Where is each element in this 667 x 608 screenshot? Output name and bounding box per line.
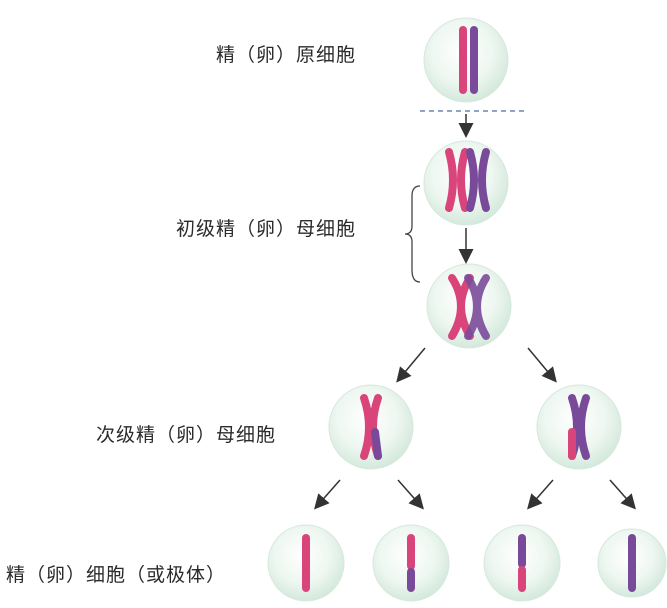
cell-gamete-3 [483,524,561,602]
cell-gamete-2 [372,524,450,602]
cell-primary-spermatocyte-a [423,140,509,226]
arrow-gamete-2 [397,479,424,510]
arrow-left-secondary [396,347,426,383]
arrow-gamete-1 [314,479,341,510]
label-spermatogonium: 精（卵）原细胞 [216,44,357,66]
label-gamete: 精（卵）细胞（或极体） [6,564,227,586]
cell-gamete-1 [267,524,345,602]
brace [404,185,421,283]
chromosome-purple [470,26,478,94]
arrow-right-secondary [527,347,557,383]
arrow-gamete-3 [527,479,554,510]
cell-secondary-left [328,384,414,470]
cell-spermatogonium [423,17,509,103]
label-primary-spermatocyte: 初级精（卵）母细胞 [176,218,357,240]
cell-secondary-right [536,384,622,470]
chromosome-pink [459,26,467,94]
label-secondary-spermatocyte: 次级精（卵）母细胞 [96,424,277,446]
cell-gamete-4 [597,528,667,598]
arrow-gamete-4 [609,479,636,510]
cell-primary-spermatocyte-b [426,263,512,349]
